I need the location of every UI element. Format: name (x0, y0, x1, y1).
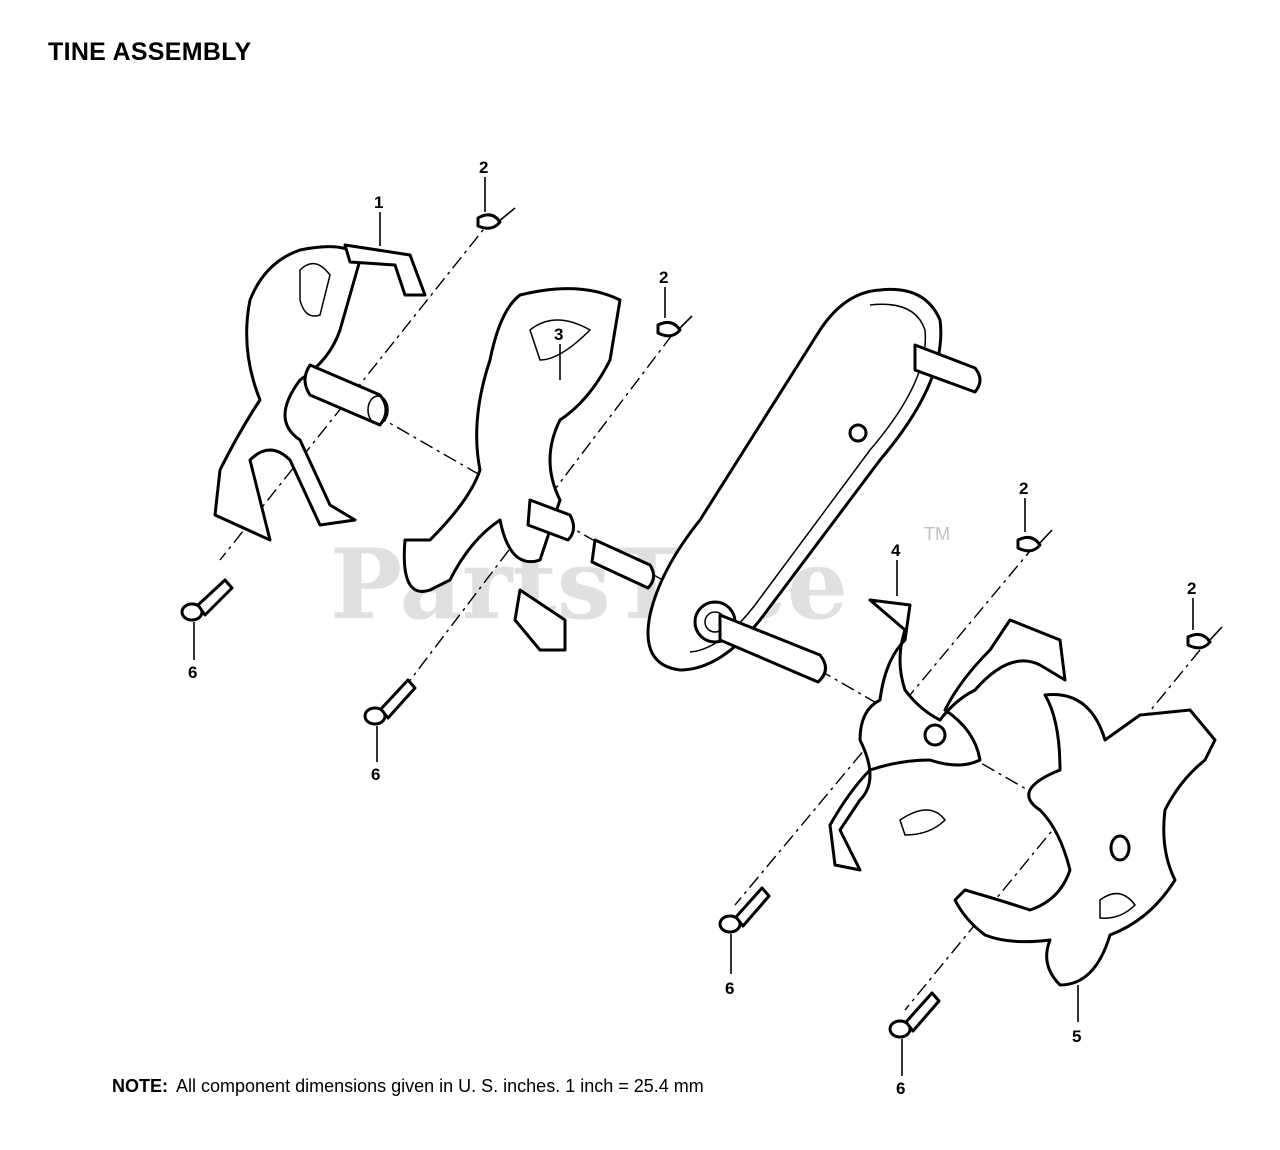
tine-part-1 (213, 243, 427, 542)
hairpin-clip-3 (1016, 529, 1053, 553)
tine-part-5 (953, 693, 1217, 987)
tine-part-4 (828, 598, 1067, 872)
callout-6-b: 6 (371, 765, 380, 784)
callout-1: 1 (374, 193, 383, 212)
callout-2-c: 2 (1019, 479, 1028, 498)
bolt-4 (888, 991, 941, 1039)
hairpin-clip-1 (476, 207, 516, 230)
callout-5: 5 (1072, 1027, 1081, 1046)
gearbox-housing (590, 287, 982, 684)
callout-3: 3 (554, 325, 563, 344)
callout-6-a: 6 (188, 663, 197, 682)
pin-axis-line-3 (734, 544, 1036, 906)
note-text: All component dimensions given in U. S. … (176, 1076, 704, 1096)
callout-2-d: 2 (1187, 579, 1196, 598)
watermark-trademark: TM (924, 524, 950, 544)
bolt-1 (180, 578, 234, 622)
bolt-2 (363, 678, 417, 726)
callout-6-d: 6 (896, 1079, 905, 1098)
callout-4: 4 (891, 541, 901, 560)
hairpin-clip-4 (1186, 626, 1223, 650)
callout-2-b: 2 (659, 268, 668, 287)
bolt-3 (718, 886, 771, 934)
callout-6-c: 6 (725, 979, 734, 998)
callout-2-a: 2 (479, 158, 488, 177)
diagram-title: TINE ASSEMBLY (48, 38, 252, 66)
note-label: NOTE: (112, 1076, 168, 1096)
tine-part-3 (402, 287, 622, 652)
pin-axis-line-4 (904, 649, 1201, 1011)
hairpin-clip-2 (656, 315, 693, 338)
dimension-note: NOTE: All component dimensions given in U… (112, 1076, 704, 1097)
